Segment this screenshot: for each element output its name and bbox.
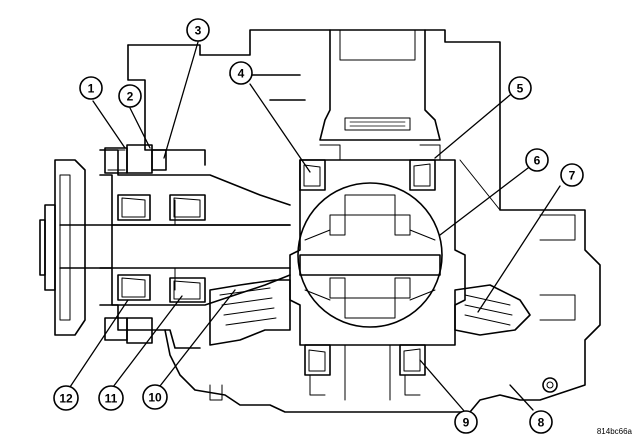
leader-line-5 (434, 94, 511, 159)
leader-line-7 (477, 185, 561, 313)
leader-line-9 (419, 359, 466, 413)
leader-line-8 (509, 384, 534, 411)
leader-line-2 (129, 107, 151, 149)
callout-label-12: 12 (59, 392, 73, 406)
leader-line-10 (159, 289, 236, 387)
callout-2: 2 (118, 84, 142, 108)
carrier-bearing-upper (299, 144, 441, 191)
housing-right-details (209, 159, 576, 401)
figure-id-label: 814bc66a (597, 427, 633, 436)
callout-10: 10 (142, 384, 168, 410)
callout-label-6: 6 (534, 154, 541, 168)
callout-4: 4 (229, 61, 253, 85)
callout-label-5: 5 (517, 82, 524, 96)
axle-tube-upper (319, 29, 441, 141)
leader-line-12 (69, 299, 129, 388)
pinion-nut-assembly (104, 144, 167, 344)
callout-1: 1 (79, 76, 103, 100)
inner-pinion-bearing (169, 194, 206, 303)
callout-label-7: 7 (569, 169, 576, 183)
pinion-housing (59, 149, 291, 349)
leader-line-1 (92, 100, 126, 149)
leader-lines (69, 41, 561, 413)
callout-label-9: 9 (463, 416, 470, 430)
callout-label-1: 1 (88, 82, 95, 96)
callout-3: 3 (186, 18, 210, 42)
ring-gear (454, 284, 531, 336)
callout-8: 8 (529, 410, 553, 434)
callout-label-3: 3 (195, 24, 202, 38)
differential-case (289, 159, 466, 346)
callouts: 1 2 3 4 5 6 7 8 (53, 18, 584, 434)
leader-line-6 (439, 167, 529, 236)
outer-pinion-bearing (117, 194, 151, 301)
callout-label-8: 8 (538, 416, 545, 430)
callout-7: 7 (560, 163, 584, 187)
callout-5: 5 (508, 76, 532, 100)
callout-label-10: 10 (148, 391, 162, 405)
leader-line-3 (163, 41, 199, 159)
carrier-bearing-lower (304, 344, 426, 401)
callout-label-2: 2 (127, 90, 134, 104)
callout-9: 9 (454, 410, 478, 434)
callout-11: 11 (98, 385, 124, 411)
pinion-gear (209, 279, 291, 346)
pinion-yoke-flange (39, 159, 86, 336)
callout-label-11: 11 (105, 392, 118, 406)
leader-line-4 (249, 83, 311, 173)
callout-label-4: 4 (238, 67, 245, 81)
leader-line-11 (112, 295, 183, 388)
callout-6: 6 (525, 148, 549, 172)
callout-12: 12 (53, 385, 79, 411)
